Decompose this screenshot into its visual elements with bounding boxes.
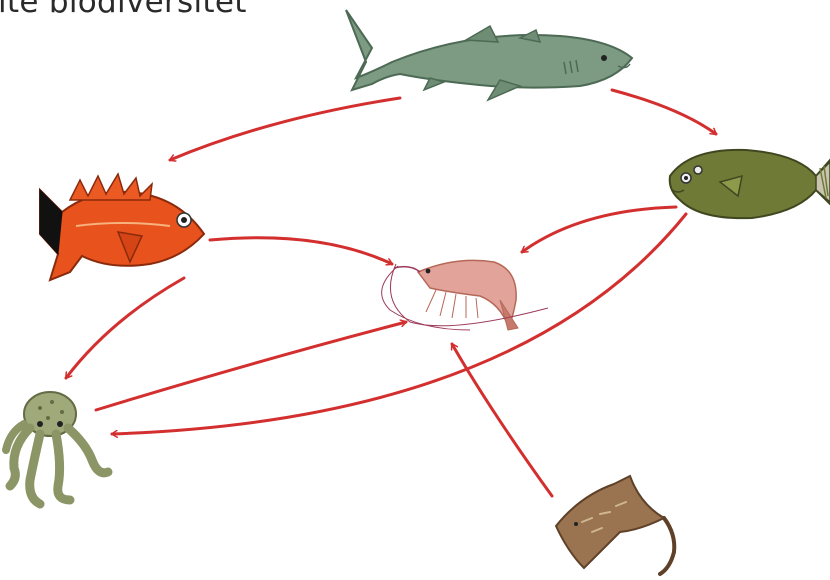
edge-shark-to-flatfish [610, 88, 718, 136]
skate-icon [554, 474, 677, 576]
edges [64, 88, 718, 498]
edge-flatfish-to-shrimp [520, 205, 678, 254]
shrimp-icon [381, 259, 549, 331]
flatfish-icon [668, 148, 830, 220]
redfish-icon [39, 172, 206, 282]
diagram-title: ite biodiversitet [0, 0, 247, 20]
edge-octopus-to-shrimp [94, 322, 408, 412]
edge-redfish-to-octopus [64, 276, 186, 380]
greenland-shark-icon [345, 9, 634, 102]
edge-skate-to-shrimp [450, 342, 554, 498]
edge-flatfish-to-octopus [110, 212, 688, 434]
octopus-icon [2, 391, 113, 509]
edge-shark-to-redfish [168, 96, 402, 160]
edge-redfish-to-shrimp [208, 236, 394, 264]
